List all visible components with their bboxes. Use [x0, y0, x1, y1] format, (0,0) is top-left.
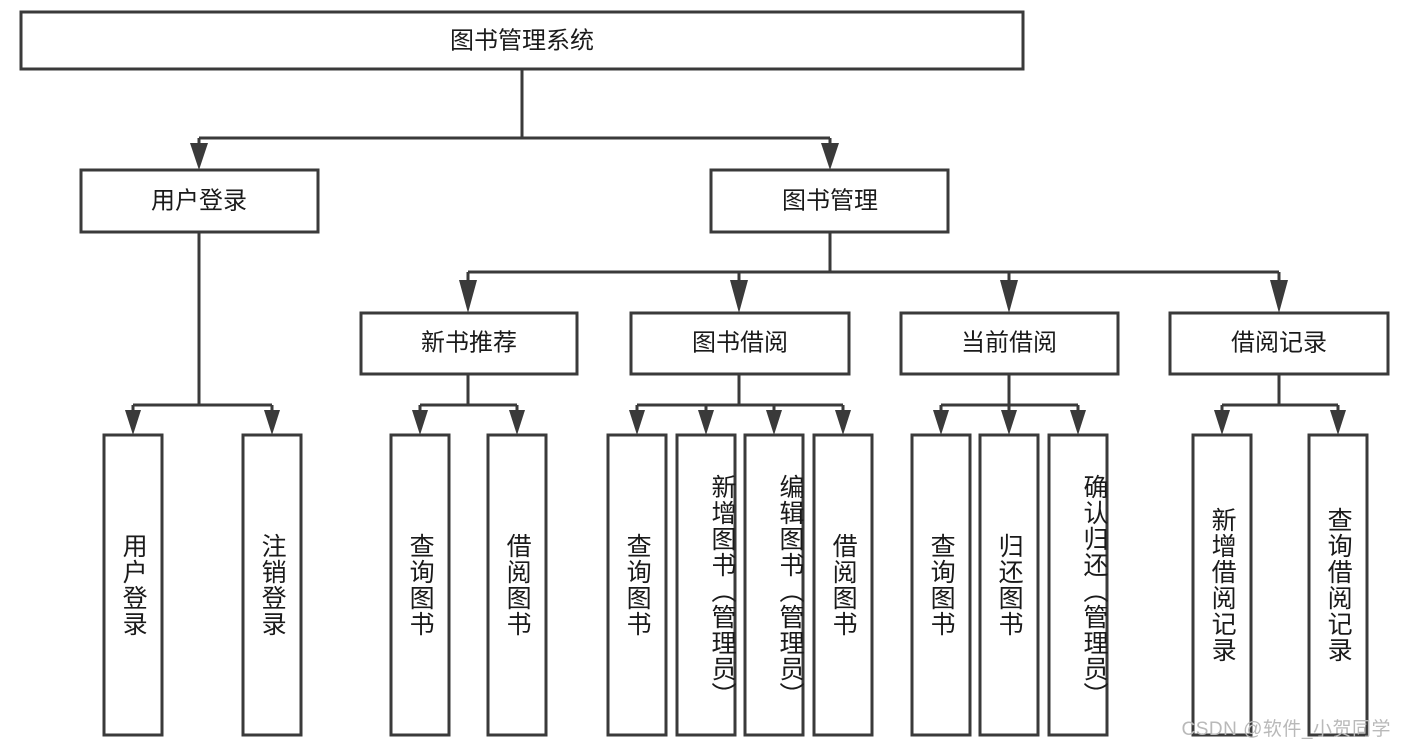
arrow-head-leaf-user-login	[125, 410, 141, 435]
arrow-head-leaf-borrow-book-2	[835, 410, 851, 435]
node-book-management-label: 图书管理	[782, 187, 878, 214]
arrow-head-book-management	[821, 143, 839, 170]
arrow-head-current-borrow	[1000, 280, 1018, 313]
arrow-head-leaf-query-book-3	[933, 410, 949, 435]
arrow-head-leaf-query-record	[1330, 410, 1346, 435]
node-new-book-recommend-box[interactable]	[359, 311, 579, 376]
leaf-box-confirm-return[interactable]	[1047, 433, 1109, 737]
leaf-box-query-record[interactable]	[1307, 433, 1369, 737]
node-root-system[interactable]: 图书管理系统	[19, 10, 1025, 71]
node-root-box[interactable]	[19, 10, 1025, 71]
connectors-currentborrow-to-leaves	[933, 374, 1086, 435]
arrow-head-leaf-return-book	[1001, 410, 1017, 435]
leaf-boxes-current-borrow	[910, 433, 1109, 737]
leaf-box-add-book[interactable]	[675, 433, 737, 737]
leaf-box-edit-book[interactable]	[743, 433, 805, 737]
node-current-borrow[interactable]: 当前借阅	[899, 311, 1120, 376]
leaf-box-return-book[interactable]	[978, 433, 1040, 737]
node-book-management[interactable]: 图书管理	[709, 168, 950, 234]
connectors-bookborrow-to-leaves	[629, 374, 851, 435]
arrow-head-leaf-confirm-return	[1070, 410, 1086, 435]
leaf-box-query-book-2[interactable]	[606, 433, 668, 737]
node-user-login-label: 用户登录	[151, 187, 247, 214]
node-current-borrow-label: 当前借阅	[961, 329, 1057, 356]
leaf-box-logout-login[interactable]	[241, 433, 303, 737]
leaf-box-user-login[interactable]	[102, 433, 164, 737]
leaf-box-query-book-3[interactable]	[910, 433, 972, 737]
leaf-box-query-book-1[interactable]	[389, 433, 451, 737]
node-book-borrow-box[interactable]	[629, 311, 851, 376]
arrow-head-leaf-add-book	[698, 410, 714, 435]
node-new-book-recommend[interactable]: 新书推荐	[359, 311, 579, 376]
node-root-label: 图书管理系统	[450, 27, 594, 54]
connectors-newbook-to-leaves	[412, 374, 525, 435]
arrow-head-book-borrow	[730, 280, 748, 313]
leaf-boxes-user-login	[102, 433, 303, 737]
arrow-head-new-book-recommend	[459, 280, 477, 313]
arrow-head-leaf-query-book-2	[629, 410, 645, 435]
connectors-bookmgmt-to-level3	[459, 232, 1288, 313]
leaf-boxes-borrow-record	[1191, 433, 1369, 737]
arrow-head-leaf-borrow-book-1	[509, 410, 525, 435]
leaf-box-borrow-book-1[interactable]	[486, 433, 548, 737]
node-current-borrow-box[interactable]	[899, 311, 1120, 376]
node-new-book-recommend-label: 新书推荐	[421, 329, 517, 356]
connectors-borrowrecord-to-leaves	[1214, 374, 1346, 435]
arrow-head-user-login	[190, 143, 208, 170]
node-book-borrow[interactable]: 图书借阅	[629, 311, 851, 376]
leaf-box-borrow-book-2[interactable]	[812, 433, 874, 737]
connectors-userlogin-to-leaves	[125, 232, 280, 435]
arrow-head-leaf-add-record	[1214, 410, 1230, 435]
node-book-borrow-label: 图书借阅	[692, 329, 788, 356]
node-borrow-record[interactable]: 借阅记录	[1168, 311, 1390, 376]
connectors-root-to-level2	[190, 69, 839, 170]
arrow-head-borrow-record	[1270, 280, 1288, 313]
node-user-login[interactable]: 用户登录	[79, 168, 320, 234]
leaf-boxes-book-borrow	[606, 433, 874, 737]
csdn-watermark: CSDN @软件_小贺同学	[1181, 719, 1391, 740]
node-borrow-record-label: 借阅记录	[1231, 329, 1327, 356]
leaf-box-add-record[interactable]	[1191, 433, 1253, 737]
arrow-head-leaf-query-book-1	[412, 410, 428, 435]
arrow-head-leaf-logout-login	[264, 410, 280, 435]
arrow-head-leaf-edit-book	[766, 410, 782, 435]
node-user-login-box[interactable]	[79, 168, 320, 234]
node-borrow-record-box[interactable]	[1168, 311, 1390, 376]
leaf-boxes-new-book-recommend	[389, 433, 548, 737]
node-book-management-box[interactable]	[709, 168, 950, 234]
